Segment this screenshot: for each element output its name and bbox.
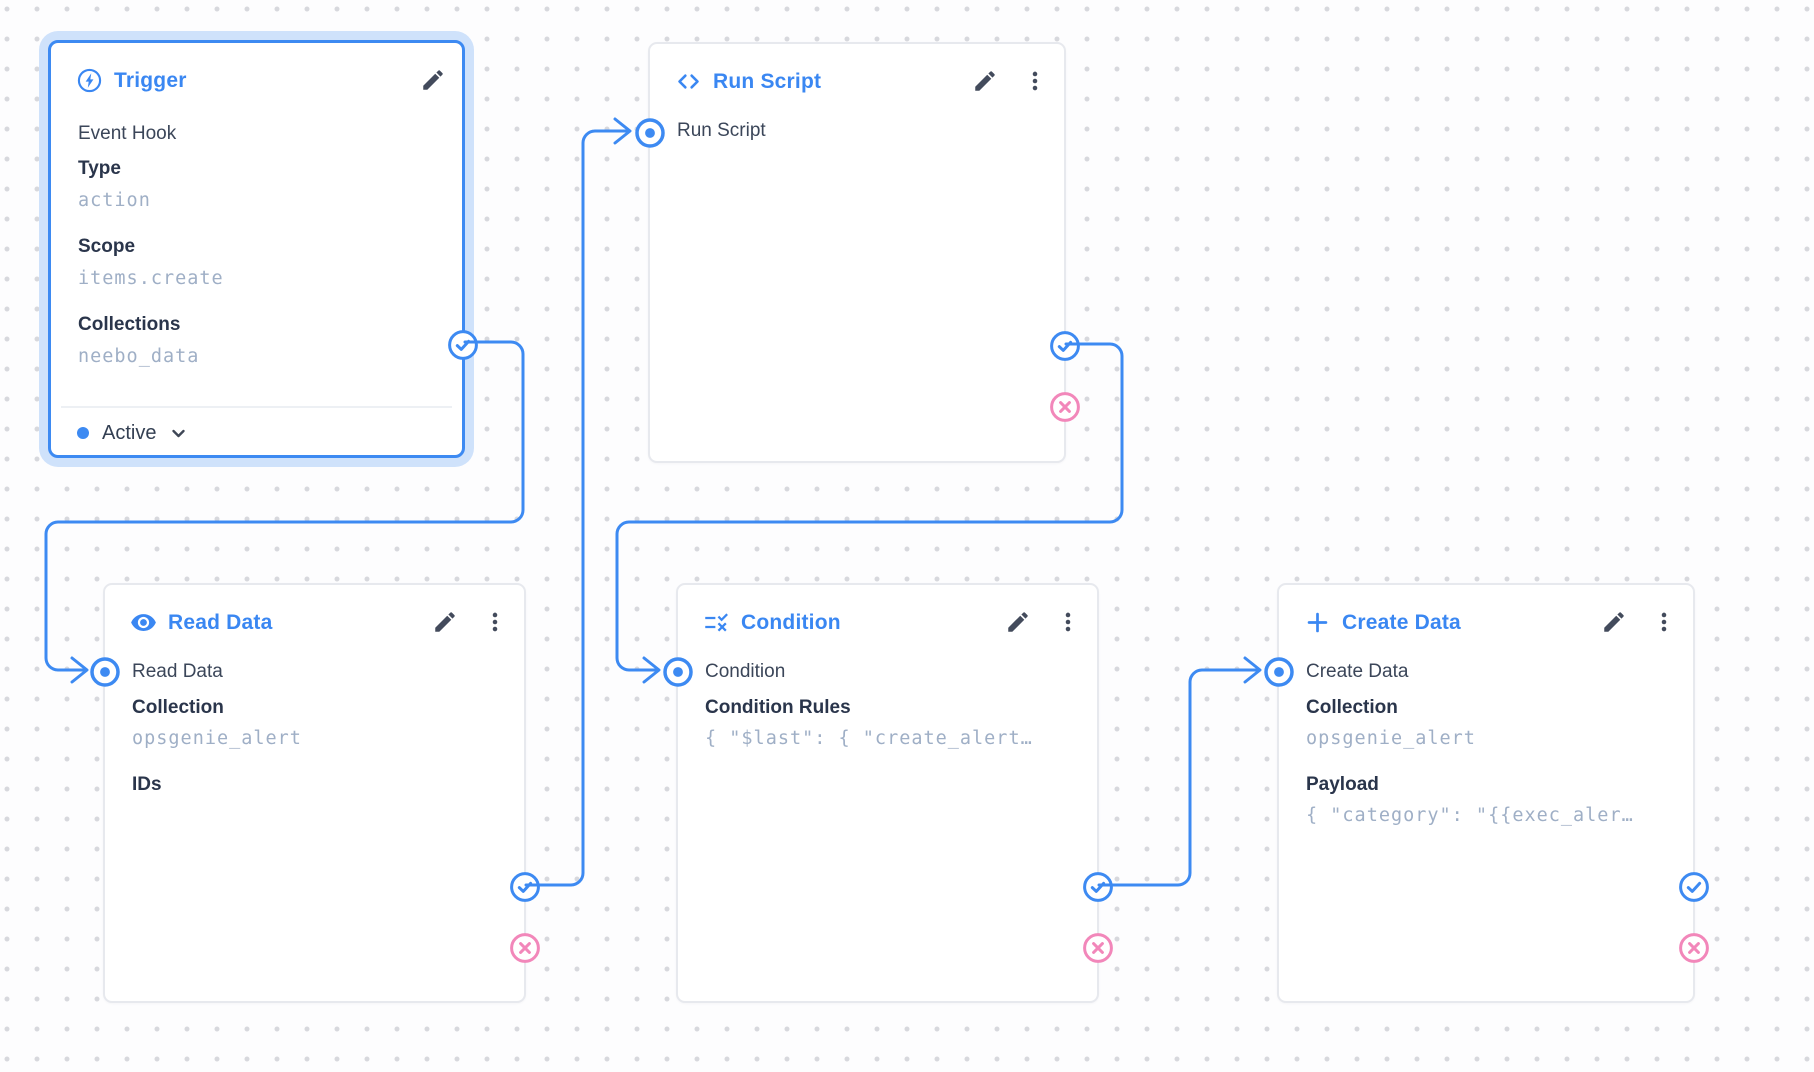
port-reject-read-data[interactable] xyxy=(509,932,541,964)
arrowhead-icon xyxy=(642,656,661,684)
status-selector[interactable]: Active xyxy=(61,406,452,458)
input-port-icon xyxy=(635,118,665,148)
port-reject-condition[interactable] xyxy=(1082,932,1114,964)
kebab-menu-icon[interactable] xyxy=(1022,68,1048,94)
port-reject-run-script[interactable] xyxy=(1049,391,1081,423)
port-reject-create-data[interactable] xyxy=(1678,932,1710,964)
node-title: Run Script xyxy=(713,69,822,93)
port-resolve-read-data[interactable] xyxy=(509,871,541,903)
field-value: { "$last": { "create_alert… xyxy=(705,728,1033,749)
field-value: items.create xyxy=(78,268,224,289)
arrowhead-icon xyxy=(613,117,632,145)
field-value: { "category": "{{exec_aler… xyxy=(1306,805,1634,826)
chevron-down-icon xyxy=(172,429,186,437)
x-circle-icon xyxy=(510,933,540,963)
x-circle-icon xyxy=(1679,933,1709,963)
node-create-data-body: Collection opsgenie_alert Payload { "cat… xyxy=(1306,695,1673,829)
edit-icon[interactable] xyxy=(432,609,458,635)
field-label: Scope xyxy=(78,236,136,257)
port-resolve-run-script[interactable] xyxy=(1049,330,1081,362)
input-label: Condition xyxy=(705,661,786,682)
input-label: Create Data xyxy=(1306,661,1409,682)
node-title: Trigger xyxy=(114,68,187,92)
input-label: Read Data xyxy=(132,661,223,682)
arrowhead-icon xyxy=(1243,656,1262,684)
port-input-run-script[interactable] xyxy=(634,117,666,149)
field-label: Payload xyxy=(1306,774,1379,795)
field-value: opsgenie_alert xyxy=(132,728,302,749)
node-condition[interactable]: Condition Condition Condition Rules { "$… xyxy=(663,583,1113,1003)
port-input-create-data[interactable] xyxy=(1263,656,1295,688)
edit-icon[interactable] xyxy=(1601,609,1627,635)
node-run-script[interactable]: Run Script Run Script xyxy=(635,42,1080,463)
check-circle-icon xyxy=(448,330,478,360)
edge-condition-to-create-data xyxy=(1097,656,1262,887)
check-circle-icon xyxy=(510,872,540,902)
field-label: Collections xyxy=(78,314,181,335)
code-icon xyxy=(678,74,699,89)
edit-icon[interactable] xyxy=(420,67,446,93)
eye-icon xyxy=(131,614,156,631)
node-condition-body: Condition Rules { "$last": { "create_ale… xyxy=(705,695,1077,752)
node-create-data[interactable]: Create Data Create Data Collection opsge… xyxy=(1264,583,1709,1003)
node-create-data-header: Create Data xyxy=(1304,609,1461,636)
x-circle-icon xyxy=(1083,933,1113,963)
plus-icon xyxy=(1307,612,1328,633)
input-port-icon xyxy=(90,657,120,687)
check-circle-icon xyxy=(1083,872,1113,902)
port-input-condition[interactable] xyxy=(662,656,694,688)
node-title: Create Data xyxy=(1342,610,1461,634)
field-label: Condition Rules xyxy=(705,697,851,718)
node-read-data-header: Read Data xyxy=(130,609,273,636)
port-resolve-condition[interactable] xyxy=(1082,871,1114,903)
port-resolve-create-data[interactable] xyxy=(1678,871,1710,903)
kebab-menu-icon[interactable] xyxy=(1651,609,1677,635)
node-read-data-body: Collection opsgenie_alert IDs xyxy=(132,695,504,798)
input-port-icon xyxy=(663,657,693,687)
field-value: action xyxy=(78,190,151,211)
kebab-menu-icon[interactable] xyxy=(1055,609,1081,635)
node-condition-header: Condition xyxy=(703,609,841,636)
field-value: neebo_data xyxy=(78,346,200,367)
trigger-type-text: Event Hook xyxy=(78,123,177,144)
check-circle-icon xyxy=(1679,872,1709,902)
field-label: Type xyxy=(78,158,121,179)
field-value: opsgenie_alert xyxy=(1306,728,1476,749)
field-label: Collection xyxy=(1306,697,1398,718)
node-read-data[interactable]: Read Data Read Data Collection opsgenie_… xyxy=(90,583,540,1003)
rule-icon xyxy=(705,613,728,632)
node-trigger-header: Trigger xyxy=(76,67,187,94)
x-circle-icon xyxy=(1050,392,1080,422)
edit-icon[interactable] xyxy=(1005,609,1031,635)
edit-icon[interactable] xyxy=(972,68,998,94)
field-label: IDs xyxy=(132,774,162,795)
arrowhead-icon xyxy=(70,656,89,684)
node-run-script-header: Run Script xyxy=(675,68,821,95)
node-title: Read Data xyxy=(168,610,273,634)
field-label: Collection xyxy=(132,697,224,718)
edge-read-data-to-run-script xyxy=(524,117,632,887)
input-port-icon xyxy=(1264,657,1294,687)
port-input-read-data[interactable] xyxy=(89,656,121,688)
input-label: Run Script xyxy=(677,120,766,141)
status-dot-icon xyxy=(77,427,89,439)
bolt-icon xyxy=(77,68,102,93)
kebab-menu-icon[interactable] xyxy=(482,609,508,635)
port-resolve-trigger[interactable] xyxy=(447,329,479,361)
node-trigger[interactable]: Trigger Event Hook Type action Scope ite… xyxy=(48,40,478,458)
check-circle-icon xyxy=(1050,331,1080,361)
status-label: Active xyxy=(102,421,157,444)
node-title: Condition xyxy=(741,610,841,634)
node-trigger-body: Event Hook Type action Scope items.creat… xyxy=(78,121,442,370)
